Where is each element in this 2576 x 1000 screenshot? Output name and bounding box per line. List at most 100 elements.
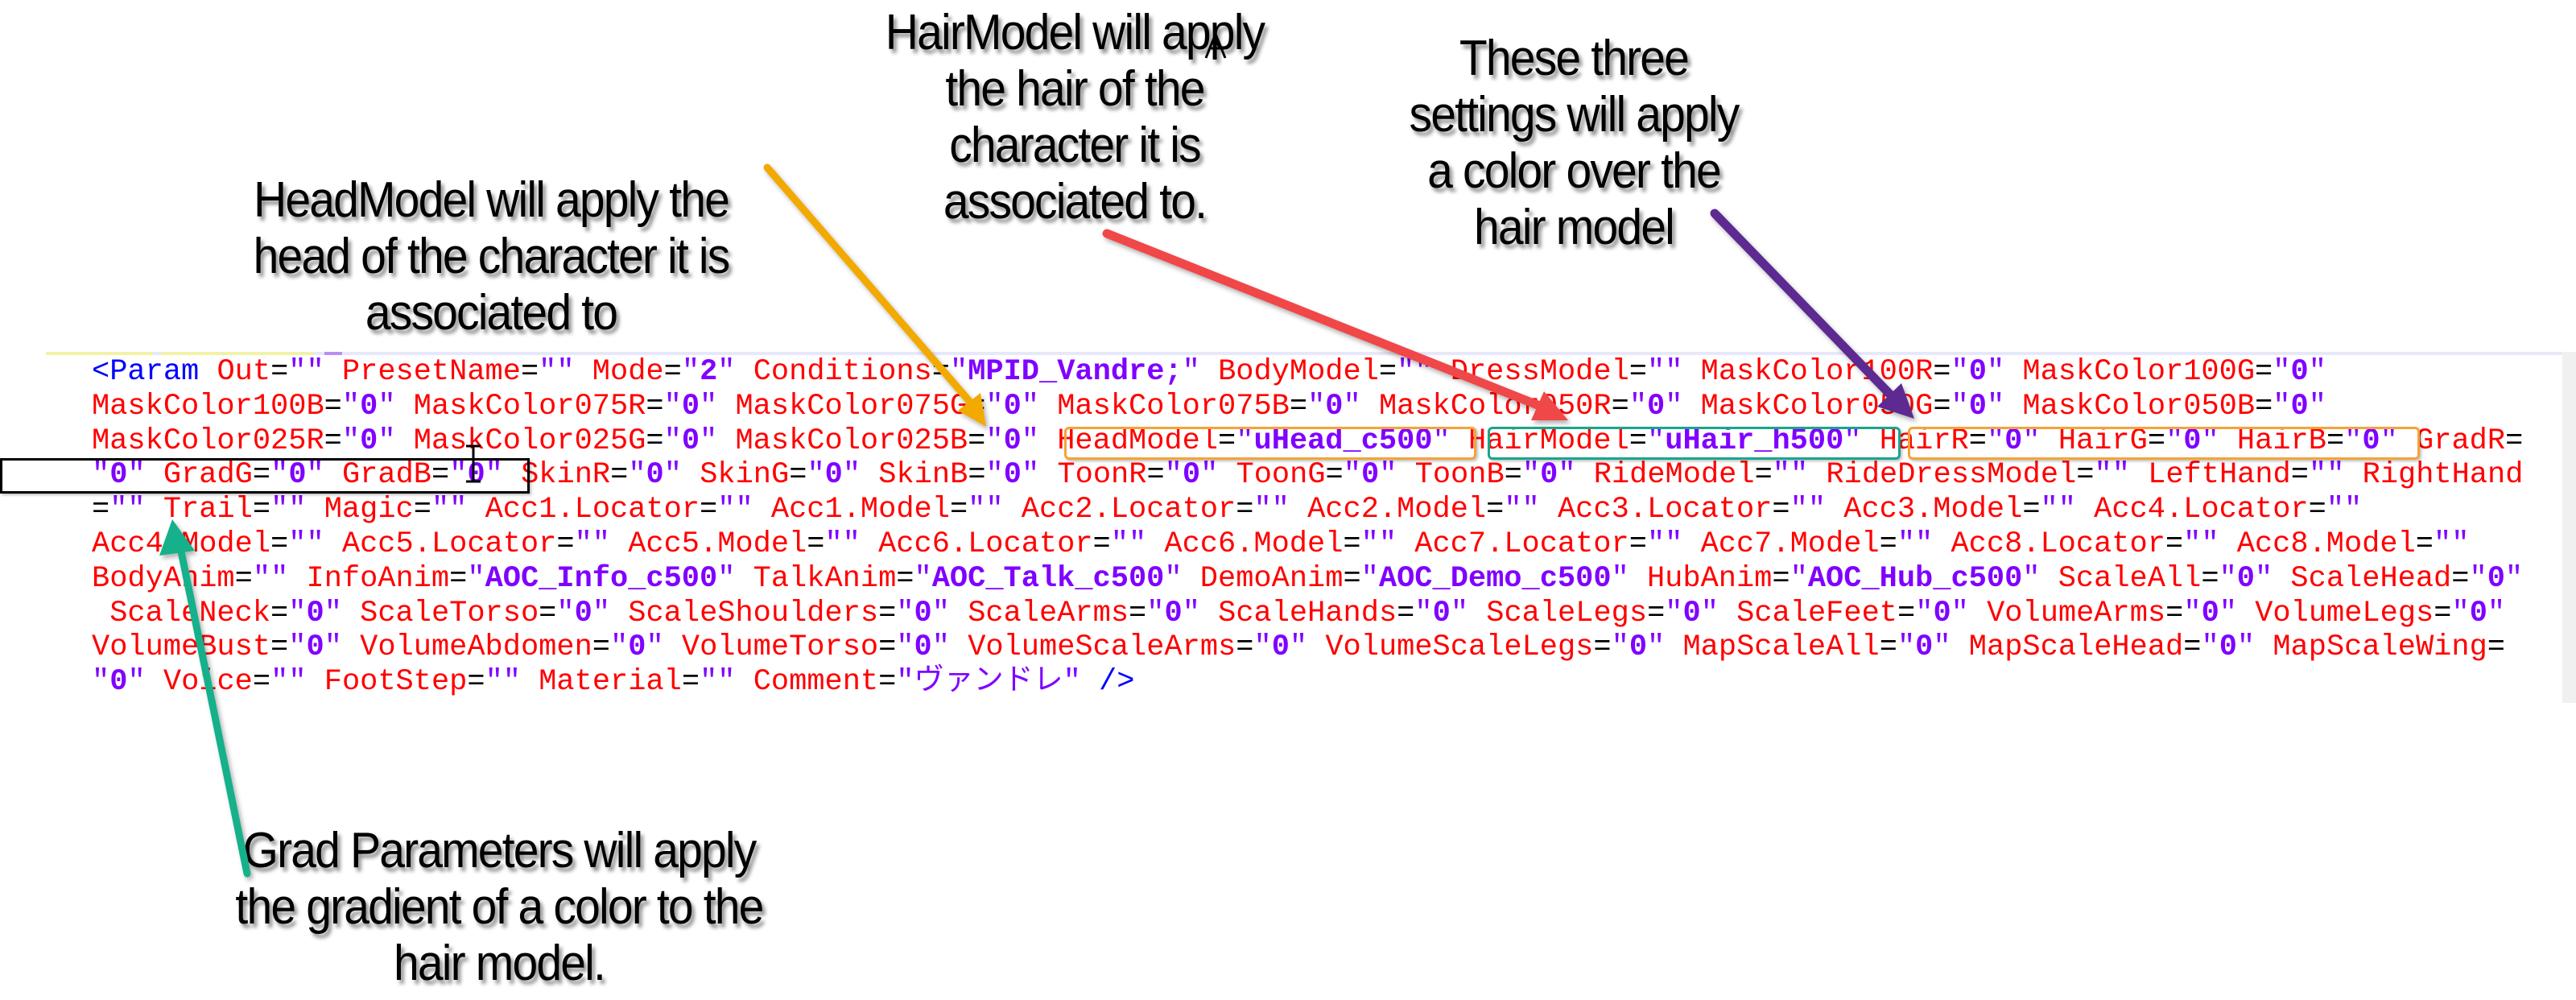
annotation-line: settings will apply: [1409, 87, 1740, 143]
equals-token: =: [252, 665, 271, 700]
quote-token: ": [556, 596, 575, 630]
quote-token: ": [1951, 389, 1969, 424]
attribute-name-token: ToonR: [1039, 458, 1147, 493]
attribute-name-token: RightHand: [2344, 458, 2524, 493]
equals-token: =: [2326, 424, 2345, 458]
attribute-name-token: VolumeScaleLegs: [1307, 630, 1594, 665]
attribute-value-token: AOC_Talk_c500: [931, 561, 1165, 596]
attribute-value-token: 0: [360, 424, 378, 458]
attribute-value-token: uHair_h500: [1665, 424, 1844, 458]
quote-token: "": [824, 527, 861, 561]
vertical-scrollbar[interactable]: [2562, 352, 2576, 703]
quote-token: ": [1182, 596, 1200, 630]
equals-token: =: [92, 493, 110, 527]
quote-token: "": [2308, 458, 2345, 493]
attribute-name-token: MaskColor100R: [1682, 355, 1934, 389]
quote-token: ": [1253, 630, 1272, 665]
code-line[interactable]: VolumeBust="0" VolumeAbdomen="0" VolumeT…: [92, 630, 2563, 665]
hair-rgb-highlight-box: [1908, 427, 2420, 460]
quote-token: ": [1558, 458, 1576, 493]
quote-token: ": [485, 458, 503, 493]
quote-token: ": [288, 630, 307, 665]
annotation-line: the hair of the: [945, 61, 1205, 117]
occurrence-highlight-strip: [46, 352, 2562, 355]
equals-token: =: [270, 630, 289, 665]
code-line[interactable]: ScaleNeck="0" ScaleTorso="0" ScaleShould…: [92, 597, 2563, 631]
quote-token: ": [717, 561, 736, 596]
quote-token: "": [717, 493, 753, 527]
quote-token: "": [1772, 458, 1809, 493]
attribute-value-token: 0: [1325, 389, 1344, 424]
equals-token: =: [681, 665, 700, 700]
attribute-name-token: DemoAnim: [1182, 561, 1344, 596]
quote-token: ": [1146, 596, 1165, 630]
quote-token: "": [270, 665, 307, 700]
quote-token: ": [1700, 596, 1719, 630]
equals-token: =: [449, 561, 468, 596]
attribute-name-token: HairModel: [1450, 424, 1629, 458]
equals-token: =: [2076, 458, 2095, 493]
quote-token: ": [1432, 424, 1451, 458]
annotation-line: HairModel will apply: [885, 5, 1265, 60]
attribute-name-token: ScaleTorso: [341, 596, 539, 630]
attribute-name-token: Acc7.Model: [1682, 527, 1880, 561]
attribute-name-token: ScaleShoulders: [610, 596, 879, 630]
code-line[interactable]: "0" GradG="0" GradB="0" SkinR="0" SkinG=…: [92, 458, 2563, 493]
attribute-name-token: Acc1.Locator: [467, 493, 700, 527]
attribute-value-token: 0: [109, 665, 128, 700]
equals-token: =: [324, 424, 342, 458]
attribute-value-token: 0: [2469, 596, 2487, 630]
quote-token: ": [1951, 596, 1969, 630]
quote-token: "": [485, 665, 522, 700]
equals-token: =: [2255, 389, 2273, 424]
equals-token: =: [1629, 424, 1648, 458]
code-line[interactable]: MaskColor025R="0" MaskColor025G="0" Mask…: [92, 424, 2563, 459]
equals-token: =: [646, 424, 664, 458]
equals-token: =: [1879, 527, 1897, 561]
quote-token: "": [252, 561, 289, 596]
attribute-name-token: Acc3.Model: [1826, 493, 2023, 527]
attribute-name-token: TalkAnim: [735, 561, 897, 596]
quote-token: ": [270, 458, 289, 493]
quote-token: ": [2344, 424, 2363, 458]
code-line[interactable]: ="" Trail="" Magic="" Acc1.Locator="" Ac…: [92, 493, 2563, 527]
equals-token: =: [968, 458, 986, 493]
code-line[interactable]: "0" Voice="" FootStep="" Material="" Com…: [92, 665, 2563, 700]
text-cursor-icon: [466, 444, 481, 483]
xml-editor-pane[interactable]: [0, 352, 2576, 706]
quote-token: ": [2219, 596, 2237, 630]
attribute-name-token: Acc2.Model: [1289, 493, 1487, 527]
attribute-value-token: 0: [1629, 630, 1648, 665]
quote-token: ": [985, 424, 1004, 458]
equals-token: =: [2308, 493, 2326, 527]
equals-token: =: [2487, 630, 2505, 665]
equals-token: =: [2451, 561, 2470, 596]
attribute-name-token: Comment: [735, 665, 879, 700]
equals-token: =: [1504, 458, 1522, 493]
attribute-name-token: HubAnim: [1629, 561, 1773, 596]
code-line[interactable]: Acc4.Model="" Acc5.Locator="" Acc5.Model…: [92, 527, 2563, 562]
quote-token: ": [1647, 630, 1666, 665]
red-arrow-icon: [1102, 229, 1568, 420]
equals-token: =: [663, 355, 682, 389]
attribute-name-token: GradG: [145, 458, 253, 493]
attribute-value-token: 0: [1003, 424, 1022, 458]
quote-token: ": [807, 458, 825, 493]
attribute-value-token: 0: [288, 458, 307, 493]
quote-token: ": [1986, 389, 2005, 424]
quote-token: ": [592, 596, 611, 630]
equals-token: =: [556, 527, 575, 561]
equals-token: =: [467, 665, 485, 700]
quote-token: ": [2255, 561, 2273, 596]
xml-code-text[interactable]: <Param Out="" PresetName="" Mode="2" Con…: [92, 355, 2563, 700]
hair-model-highlight-box: [1488, 427, 1901, 460]
attribute-name-token: MaskColor075G: [717, 389, 968, 424]
equals-token: =: [1754, 458, 1773, 493]
attribute-name-token: Mode: [574, 355, 664, 389]
code-line[interactable]: <Param Out="" PresetName="" Mode="2" Con…: [92, 355, 2563, 390]
attribute-name-token: MapScaleAll: [1665, 630, 1880, 665]
attribute-name-token: RideDressModel: [1808, 458, 2077, 493]
quote-token: "": [539, 355, 575, 389]
code-line[interactable]: BodyAnim="" InfoAnim="AOC_Info_c500" Tal…: [92, 562, 2563, 597]
quote-token: ": [341, 389, 361, 424]
